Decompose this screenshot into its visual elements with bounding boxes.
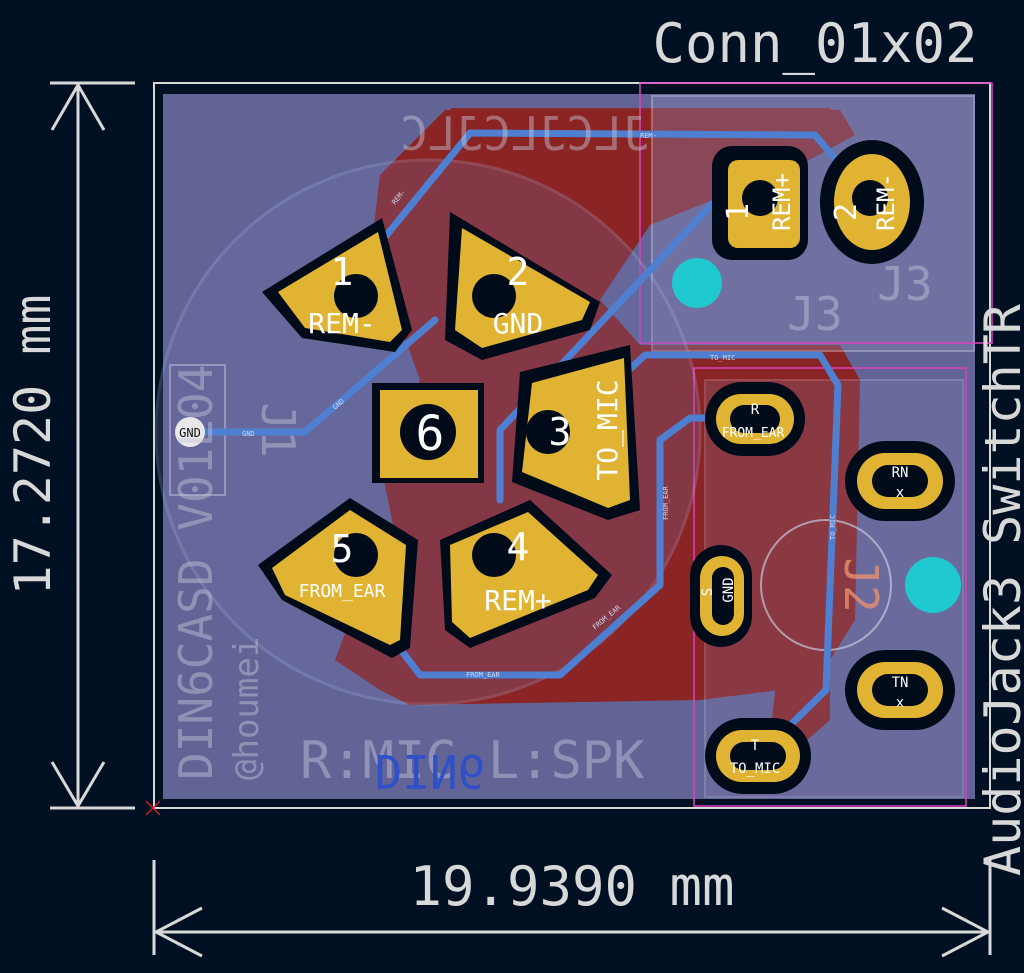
conn-pad-1[interactable]: 1 REM+ (712, 146, 808, 260)
back-copper-zone-top (450, 108, 845, 150)
jack-pad-tn[interactable]: TN x (845, 650, 955, 730)
din-pad-1[interactable]: 1 REM- (262, 218, 412, 352)
trace-label-gnd: GND (242, 430, 255, 438)
svg-text:2: 2 (829, 203, 864, 221)
trace-label-rem-minus: REM- (640, 132, 657, 140)
trace-label-to-mic-2: TO_MIC (829, 515, 837, 540)
din-pad-3[interactable]: 3 REM+ TO_MIC (512, 345, 640, 520)
svg-text:1: 1 (331, 250, 354, 294)
svg-text:T: T (751, 738, 760, 754)
svg-text:RN: RN (892, 465, 909, 481)
svg-text:TO_MIC: TO_MIC (730, 761, 781, 777)
svg-text:GND: GND (179, 426, 201, 440)
dimension-vertical (50, 81, 135, 810)
trace-label-from-ear-2: FROM_EAR (662, 485, 670, 520)
dimension-width-text: 19.9390 mm (409, 855, 734, 918)
din-pad-2[interactable]: 2 GND (445, 212, 600, 360)
jack-pad-t[interactable]: T TO_MIC (705, 718, 811, 794)
svg-text:FROM_EAR: FROM_EAR (722, 426, 785, 441)
j3-courtyard (639, 82, 993, 344)
svg-text:TN: TN (892, 675, 909, 691)
svg-text:S: S (700, 588, 716, 596)
svg-text:3: 3 (549, 410, 572, 454)
j3-label-2: J3 (787, 287, 842, 341)
j3-mount-hole (672, 258, 722, 308)
svg-text:REM+: REM+ (768, 173, 796, 231)
svg-text:REM-: REM- (872, 173, 900, 231)
svg-text:FROM_EAR: FROM_EAR (299, 581, 386, 602)
svg-text:1: 1 (721, 203, 756, 221)
svg-text:REM-: REM- (308, 307, 375, 340)
jack-pad-r[interactable]: R FROM_EAR (705, 382, 805, 456)
din-pad-6[interactable]: 6 (372, 383, 484, 483)
j2-mount-hole (905, 557, 961, 613)
dimension-horizontal (152, 860, 992, 958)
origin-marker (145, 800, 161, 816)
mirror-top-text: JLCJLCJLC (400, 107, 649, 161)
j1-label: J1 (251, 402, 305, 457)
svg-text:2: 2 (507, 250, 530, 294)
jack-pad-s[interactable]: S GND (690, 545, 752, 647)
author-text: @houmei (227, 637, 267, 780)
svg-text:x: x (896, 485, 904, 501)
svg-text:R: R (751, 402, 760, 418)
board-outline (153, 82, 991, 809)
back-mirror-text: DIN6 (375, 744, 486, 798)
svg-text:TO_MIC: TO_MIC (591, 379, 625, 480)
svg-text:6: 6 (416, 406, 445, 462)
din-pad-4[interactable]: 4 REM+ (440, 500, 612, 648)
j2-label: J2 (834, 557, 888, 612)
j3-label: J3 (877, 257, 932, 311)
din-ref-text: DIN6CASD V01L04 (169, 365, 223, 780)
svg-text:4: 4 (507, 525, 530, 569)
svg-text:REM+: REM+ (484, 584, 551, 617)
svg-text:x: x (896, 695, 904, 711)
dimension-height-text: 17.2720 mm (4, 294, 62, 595)
conn-pad-2[interactable]: 2 REM- (820, 140, 924, 264)
svg-text:GND: GND (721, 577, 737, 602)
conn-ref-title: Conn_01x02 (652, 12, 977, 75)
trace-label-from-ear: FROM_EAR (466, 671, 501, 679)
gnd-pad[interactable]: GND (175, 417, 205, 447)
svg-text:GND: GND (493, 307, 544, 340)
jack-pad-rn[interactable]: RN x (845, 441, 955, 521)
din-pad-5[interactable]: 5 FROM_EAR (258, 498, 418, 658)
jack-ref-vertical: AudioJack3_SwitchTR (974, 303, 1024, 876)
back-text: R:MIC L:SPK (300, 731, 645, 791)
svg-text:5: 5 (331, 527, 354, 571)
trace-label-to-mic: TO_MIC (710, 354, 735, 362)
